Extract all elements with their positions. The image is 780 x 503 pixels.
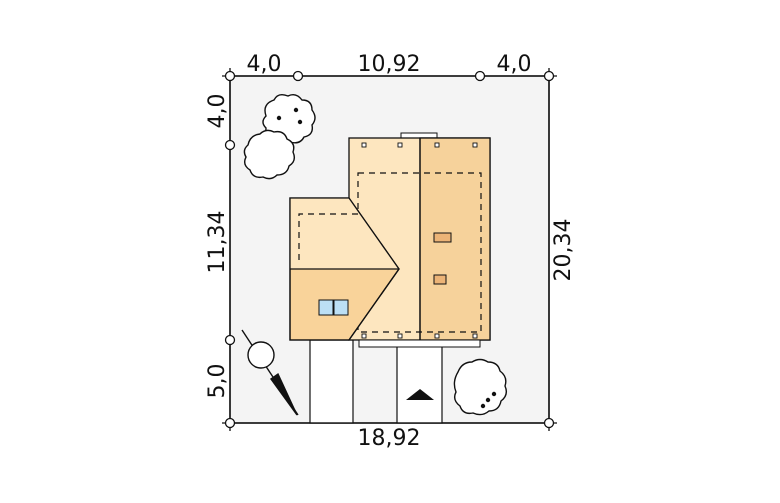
skylight-window <box>333 299 349 316</box>
dim-left-bottom: 5,0 <box>205 364 230 399</box>
dim-left-middle: 11,34 <box>205 211 230 274</box>
roof-window <box>433 274 447 285</box>
dimension-lines <box>222 68 557 431</box>
terrace <box>358 339 481 348</box>
north-arrow-icon <box>241 329 299 416</box>
dim-right: 20,34 <box>551 219 576 282</box>
dim-top-right: 4,0 <box>497 52 532 77</box>
skylight-window <box>318 299 334 316</box>
tree-icon <box>243 129 296 180</box>
dim-top-left: 4,0 <box>247 52 282 77</box>
dim-bottom: 18,92 <box>358 426 421 451</box>
wing-roof <box>289 197 400 341</box>
entrance-arrow-icon <box>406 389 434 400</box>
roof-window <box>433 232 452 243</box>
tree-icon <box>453 358 508 416</box>
dim-left-top: 4,0 <box>205 94 230 129</box>
dim-top-middle: 10,92 <box>358 52 421 77</box>
